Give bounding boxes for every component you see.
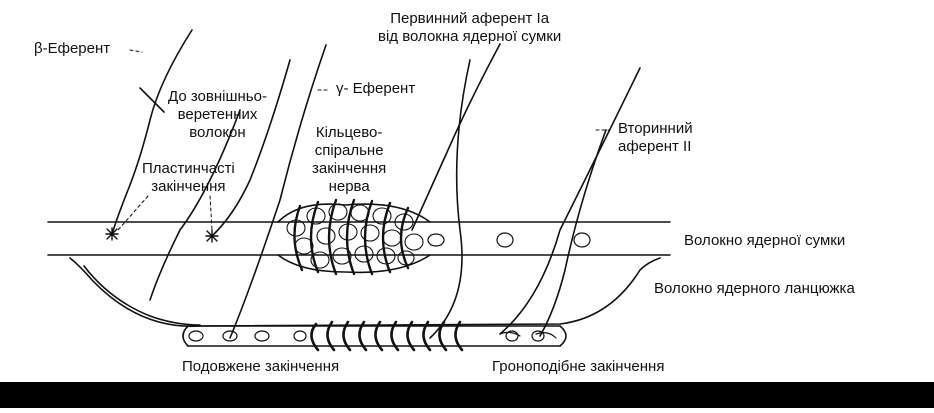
primary-afferent-line-1: Первинний аферент Ia bbox=[390, 10, 550, 27]
secondary-afferent-nerve bbox=[499, 67, 641, 335]
to-extrafusal-line-3: волокон bbox=[189, 124, 246, 141]
beta-efferent-nerve bbox=[111, 29, 193, 235]
annulospiral-line-3: закінчення bbox=[312, 160, 387, 177]
to-extrafusal-line-1: До зовнішньо- bbox=[168, 88, 267, 105]
secondary-afferent-line-2: аферент II bbox=[618, 138, 692, 155]
plate-endings-line-1: Пластинчасті bbox=[142, 160, 235, 177]
secondary-afferent-line-1: Вторинний bbox=[618, 120, 693, 137]
annulospiral-coils bbox=[293, 198, 410, 276]
secondary-afferent-label: Вторинний аферент II bbox=[618, 120, 693, 156]
nuclear-chain-fiber-left-end bbox=[182, 325, 189, 347]
flower-spray-ending-label: Гроноподібне закінчення bbox=[492, 358, 665, 375]
pointer-lines bbox=[117, 49, 611, 231]
bottom-black-bar bbox=[0, 382, 934, 408]
annulospiral-line-4: нерва bbox=[328, 178, 370, 195]
secondary-afferent-branch bbox=[539, 129, 607, 337]
label-leader-beta bbox=[139, 87, 165, 113]
primary-afferent-nerve bbox=[411, 43, 501, 231]
plate-endings-line-2: закінчення bbox=[151, 178, 226, 195]
gamma-efferent-nerve-trail bbox=[229, 44, 327, 339]
plate-ending-stars bbox=[105, 227, 219, 243]
gamma-efferent-label: γ- Еферент bbox=[336, 80, 416, 97]
annulospiral-line-1: Кільцево- bbox=[315, 124, 383, 141]
nuclear-chain-fiber-outline bbox=[83, 265, 201, 326]
annulospiral-line-2: спіральне bbox=[314, 142, 384, 159]
efferent-branch bbox=[149, 109, 241, 301]
chain-fiber-nuclei bbox=[188, 330, 545, 342]
to-extrafusal-line-2: веретенних bbox=[177, 106, 258, 123]
primary-afferent-line-2: від волокна ядерної сумки bbox=[378, 28, 562, 45]
primary-afferent-label: Первинний аферент Ia від волокна ядерної… bbox=[378, 10, 561, 46]
nuclear-bag-nuclei bbox=[286, 203, 424, 269]
nuclear-chain-fiber-label: Волокно ядерного ланцюжка bbox=[654, 280, 855, 297]
nuclear-chain-fiber-right-end bbox=[559, 325, 567, 347]
spindle-capsule-outline bbox=[69, 257, 661, 328]
chain-fiber-coils bbox=[310, 320, 464, 352]
plate-endings-label: Пластинчасті закінчення bbox=[142, 160, 235, 196]
gamma-efferent-nerve-plate bbox=[211, 59, 291, 237]
flower-spray-tendrils bbox=[499, 331, 557, 339]
trail-ending-label: Подовжене закінчення bbox=[182, 358, 340, 375]
annulospiral-label: Кільцево- спіральне закінчення нерва bbox=[312, 124, 386, 196]
nuclear-bag-swelling bbox=[277, 203, 431, 274]
bag-fiber-nuclei bbox=[427, 232, 591, 248]
primary-afferent-branch bbox=[429, 59, 471, 339]
beta-efferent-label: β-Еферент bbox=[34, 40, 111, 57]
to-extrafusal-label: До зовнішньо- веретенних волокон bbox=[168, 88, 267, 142]
nuclear-bag-fiber-label: Волокно ядерної сумки bbox=[684, 232, 846, 249]
